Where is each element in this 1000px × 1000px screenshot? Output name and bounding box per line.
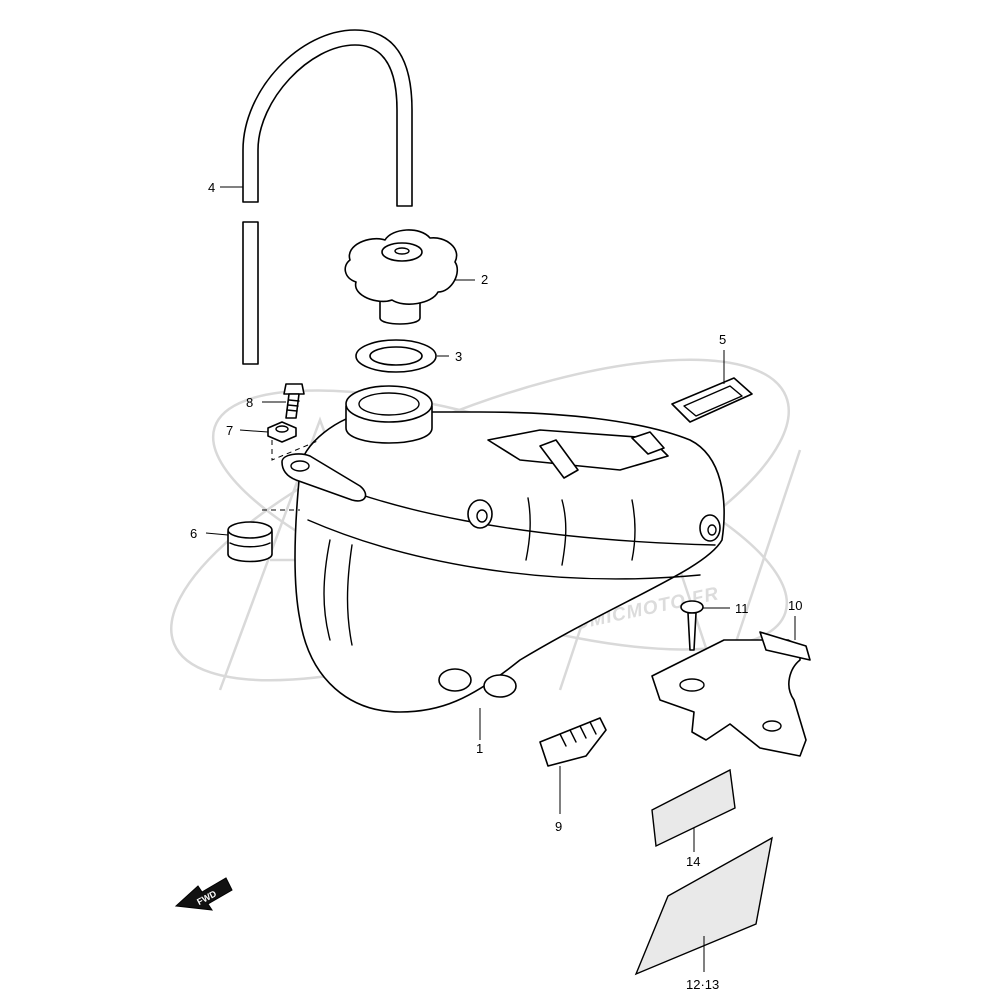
tank-side-boss-left [467, 499, 493, 529]
callout-6: 6 [190, 526, 197, 541]
callout-leaders [205, 186, 796, 972]
callout-9: 9 [555, 819, 562, 834]
bracket-mount-hole-rear [762, 720, 782, 732]
cushion-top [227, 521, 273, 539]
gasket-inner-hole [369, 346, 423, 366]
cap-top-disc [381, 242, 423, 262]
tank-bottom-boss-left [438, 668, 472, 692]
leader-7 [239, 429, 269, 433]
tank-lower-ribs [323, 539, 353, 646]
tank-side-boss-right-hole [707, 524, 717, 536]
callout-8: 8 [246, 395, 253, 410]
callout-14: 14 [686, 854, 700, 869]
part-12-13-label[interactable] [634, 836, 773, 976]
tank-seam-lower [307, 519, 701, 580]
callout-11: 11 [735, 601, 749, 616]
callout-1: 1 [476, 741, 483, 756]
tank-side-boss-right [699, 514, 721, 542]
pad-body [539, 717, 607, 767]
part-8-bolt[interactable] [283, 383, 305, 419]
part-10-bracket[interactable] [651, 631, 811, 757]
hose-upper-section [242, 29, 413, 207]
callout-10: 10 [788, 598, 802, 613]
part-2-fuel-cap[interactable] [344, 229, 459, 325]
tank-top-recess [487, 429, 669, 471]
part-14-label[interactable] [651, 768, 736, 848]
label-sheet-large [634, 836, 773, 976]
part-11-screw[interactable] [680, 600, 704, 651]
callout-3: 3 [455, 349, 462, 364]
tank-shell [294, 411, 725, 713]
callout-7: 7 [226, 423, 233, 438]
collar-hole [275, 425, 289, 433]
label-sheet-small [651, 768, 736, 848]
callout-2: 2 [481, 272, 488, 287]
strap-buckle-slot [683, 385, 743, 417]
tank-side-ribs [525, 497, 636, 566]
leader-6 [205, 532, 229, 536]
part-6-cushion[interactable] [227, 521, 273, 563]
callout-labels: 4 2 3 5 8 7 6 11 10 1 9 14 12·13 [190, 180, 802, 992]
part-3-cap-gasket[interactable] [355, 339, 437, 373]
cushion-groove [229, 542, 271, 548]
assembly-guide-6-7 [262, 439, 321, 511]
tank-side-boss-left-hole [476, 509, 488, 523]
strap-body [671, 377, 753, 423]
callout-4: 4 [208, 180, 215, 195]
pad-ribs [559, 721, 597, 747]
part-1-fuel-tank[interactable] [281, 385, 725, 713]
screw-head [680, 600, 704, 614]
tank-strap-ridge [539, 439, 579, 479]
tank-filler-opening [358, 392, 420, 416]
part-5-strap[interactable] [671, 377, 753, 423]
part-9-pad[interactable] [539, 717, 607, 767]
fwd-direction-arrow: FWD [174, 877, 233, 911]
callout-5: 5 [719, 332, 726, 347]
bracket-body [651, 639, 807, 757]
bolt-thread [286, 399, 300, 412]
fwd-arrow-icon [174, 877, 233, 911]
bracket-mount-hole-front [679, 678, 705, 692]
tank-rear-hook [631, 431, 665, 455]
bolt-head [283, 383, 305, 395]
tank-bottom-boss-right [483, 674, 517, 698]
screw-shank [687, 612, 697, 651]
part-4-breather-hose[interactable] [242, 29, 413, 365]
cap-neck [379, 299, 421, 325]
part-7-collar[interactable] [267, 421, 297, 443]
hose-lower-section [242, 221, 259, 365]
tank-filler-rim [345, 385, 433, 423]
bracket-tab [759, 631, 811, 661]
callout-12-13: 12·13 [686, 977, 719, 992]
cap-center-vent [394, 247, 410, 255]
tank-mount-hole [290, 460, 310, 472]
tank-mount-tab [281, 453, 367, 502]
cap-knurled-body [344, 229, 459, 305]
